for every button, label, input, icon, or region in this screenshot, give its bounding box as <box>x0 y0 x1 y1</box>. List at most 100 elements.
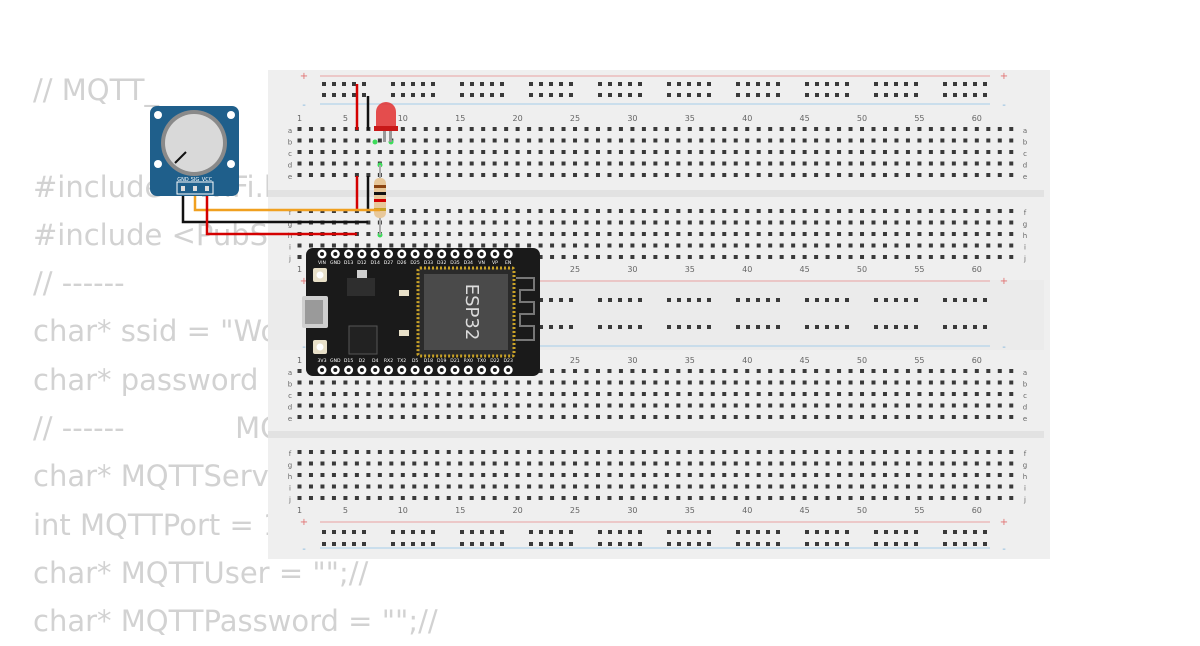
rail-hole[interactable] <box>736 325 740 329</box>
breadboard-hole[interactable] <box>584 232 589 236</box>
breadboard-hole[interactable] <box>664 496 669 500</box>
breadboard-hole[interactable] <box>951 392 956 396</box>
breadboard-hole[interactable] <box>860 138 865 143</box>
breadboard-hole[interactable] <box>538 403 543 408</box>
rail-hole[interactable] <box>667 530 671 534</box>
breadboard-hole[interactable] <box>446 150 451 154</box>
breadboard-hole[interactable] <box>354 496 359 500</box>
breadboard-hole[interactable] <box>905 220 910 225</box>
breadboard-hole[interactable] <box>550 209 555 213</box>
breadboard-hole[interactable] <box>963 138 968 143</box>
breadboard-hole[interactable] <box>377 150 382 154</box>
breadboard-hole[interactable] <box>825 484 830 489</box>
breadboard-hole[interactable] <box>894 461 899 466</box>
breadboard-hole[interactable] <box>630 496 635 500</box>
breadboard-hole[interactable] <box>630 461 635 466</box>
breadboard-hole[interactable] <box>550 403 555 408</box>
breadboard-hole[interactable] <box>492 138 497 143</box>
breadboard-hole[interactable] <box>997 369 1002 373</box>
breadboard-hole[interactable] <box>446 161 451 166</box>
breadboard-hole[interactable] <box>389 150 394 154</box>
breadboard-hole[interactable] <box>446 415 451 419</box>
breadboard-hole[interactable] <box>561 243 566 248</box>
breadboard-hole[interactable] <box>458 220 463 225</box>
breadboard-hole[interactable] <box>308 450 313 454</box>
breadboard-hole[interactable] <box>412 209 417 213</box>
breadboard-hole[interactable] <box>458 138 463 143</box>
rail-hole[interactable] <box>894 542 898 546</box>
breadboard-hole[interactable] <box>492 150 497 154</box>
breadboard-hole[interactable] <box>515 403 520 408</box>
breadboard-hole[interactable] <box>882 173 887 177</box>
breadboard-hole[interactable] <box>400 392 405 396</box>
breadboard-hole[interactable] <box>423 173 428 177</box>
breadboard-hole[interactable] <box>699 138 704 143</box>
breadboard-hole[interactable] <box>802 255 807 259</box>
breadboard-hole[interactable] <box>745 220 750 225</box>
breadboard-hole[interactable] <box>699 461 704 466</box>
breadboard-hole[interactable] <box>618 473 623 477</box>
breadboard-hole[interactable] <box>561 127 566 131</box>
breadboard-hole[interactable] <box>860 403 865 408</box>
breadboard-hole[interactable] <box>722 484 727 489</box>
breadboard-hole[interactable] <box>469 209 474 213</box>
breadboard-hole[interactable] <box>882 450 887 454</box>
rail-hole[interactable] <box>894 530 898 534</box>
breadboard-hole[interactable] <box>860 232 865 236</box>
breadboard-hole[interactable] <box>733 232 738 236</box>
breadboard-hole[interactable] <box>986 161 991 166</box>
breadboard-hole[interactable] <box>928 392 933 396</box>
rail-hole[interactable] <box>894 82 898 86</box>
breadboard-hole[interactable] <box>871 220 876 225</box>
breadboard-hole[interactable] <box>860 161 865 166</box>
breadboard-hole[interactable] <box>331 161 336 166</box>
breadboard-hole[interactable] <box>963 209 968 213</box>
breadboard-hole[interactable] <box>974 415 979 419</box>
breadboard-hole[interactable] <box>997 484 1002 489</box>
breadboard-hole[interactable] <box>469 127 474 131</box>
breadboard-hole[interactable] <box>618 150 623 154</box>
rail-hole[interactable] <box>776 82 780 86</box>
breadboard-hole[interactable] <box>710 173 715 177</box>
rail-hole[interactable] <box>677 82 681 86</box>
breadboard-hole[interactable] <box>710 232 715 236</box>
breadboard-hole[interactable] <box>354 161 359 166</box>
breadboard-hole[interactable] <box>573 403 578 408</box>
breadboard-hole[interactable] <box>458 150 463 154</box>
breadboard-hole[interactable] <box>779 255 784 259</box>
breadboard-hole[interactable] <box>837 415 842 419</box>
breadboard-hole[interactable] <box>756 161 761 166</box>
breadboard-hole[interactable] <box>607 380 612 385</box>
breadboard-hole[interactable] <box>951 369 956 373</box>
rail-hole[interactable] <box>766 542 770 546</box>
breadboard-hole[interactable] <box>595 403 600 408</box>
breadboard-hole[interactable] <box>687 161 692 166</box>
breadboard-hole[interactable] <box>664 220 669 225</box>
breadboard-hole[interactable] <box>894 161 899 166</box>
rail-hole[interactable] <box>411 93 415 97</box>
breadboard-hole[interactable] <box>538 138 543 143</box>
breadboard-hole[interactable] <box>848 255 853 259</box>
wire-orange[interactable] <box>193 190 380 212</box>
rail-hole[interactable] <box>677 325 681 329</box>
breadboard-hole[interactable] <box>699 496 704 500</box>
breadboard-hole[interactable] <box>791 380 796 385</box>
breadboard-hole[interactable] <box>722 138 727 143</box>
breadboard-hole[interactable] <box>699 380 704 385</box>
breadboard-hole[interactable] <box>676 173 681 177</box>
breadboard-hole[interactable] <box>917 220 922 225</box>
rail-hole[interactable] <box>559 325 563 329</box>
rail-hole[interactable] <box>825 325 829 329</box>
breadboard-hole[interactable] <box>940 450 945 454</box>
breadboard-hole[interactable] <box>504 484 509 489</box>
breadboard-hole[interactable] <box>641 484 646 489</box>
breadboard-hole[interactable] <box>802 392 807 396</box>
breadboard-hole[interactable] <box>320 461 325 466</box>
breadboard-hole[interactable] <box>308 138 313 143</box>
breadboard-hole[interactable] <box>504 138 509 143</box>
rail-hole[interactable] <box>963 530 967 534</box>
breadboard-hole[interactable] <box>331 380 336 385</box>
breadboard-hole[interactable] <box>722 392 727 396</box>
rail-hole[interactable] <box>845 542 849 546</box>
breadboard-hole[interactable] <box>527 415 532 419</box>
